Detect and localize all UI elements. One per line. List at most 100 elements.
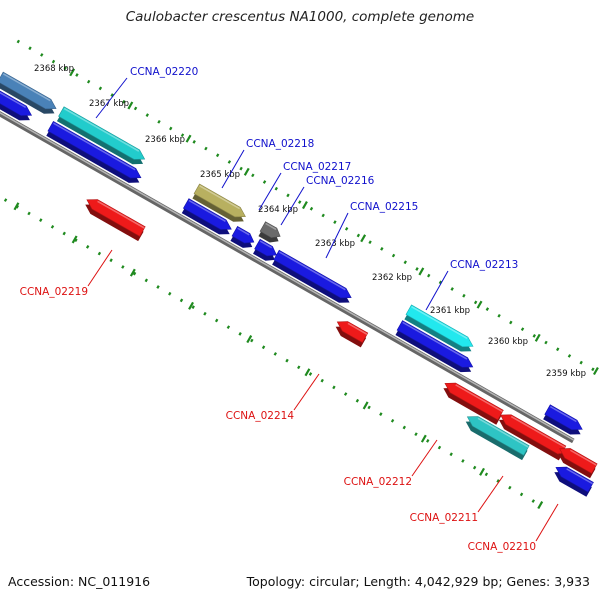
major-tick [243,167,250,176]
gene-label-callout[interactable]: CCNA_02214 [226,373,320,422]
gene-arrow-shine [53,122,136,171]
gene-arrow[interactable] [192,183,249,226]
minor-tick [462,293,466,298]
gene-arrow[interactable] [554,444,598,479]
major-tick [185,134,192,143]
scale-tick-label: 2359 kbp [546,369,586,379]
major-tick [534,333,541,342]
gene-arrow[interactable] [45,120,144,187]
gene-label-callout[interactable]: CCNA_02211 [410,475,504,524]
gene-arrow[interactable] [495,410,567,461]
gene-arrow[interactable] [542,404,586,439]
gene-label-callout[interactable]: CCNA_02217 [258,161,351,211]
gene-arrow[interactable] [230,226,258,251]
gene-arrow-face [182,198,232,230]
minor-tick [121,265,125,269]
gene-arrow-face [231,226,255,244]
gene-arrow[interactable] [82,195,146,242]
minor-tick [391,253,396,258]
minor-tick [145,113,149,117]
gene-arrow[interactable] [181,198,235,239]
minor-tick [74,238,78,243]
minor-tick [497,313,501,318]
minor-tick [309,206,314,211]
gene-arrow-shine [347,322,368,335]
gene-label-callout[interactable]: CCNA_02210 [468,503,559,553]
callout-leader-line [87,249,113,287]
callout-leader-line [411,439,438,477]
gene-arrow[interactable] [462,412,530,461]
backbone-highlight [0,102,575,441]
gene-label: CCNA_02211 [410,512,478,524]
minor-tick [16,39,20,44]
minor-tick [40,53,44,57]
backbone-line [0,101,575,444]
gene-arrow[interactable] [252,238,280,264]
gene-arrow[interactable] [440,379,504,425]
callout-leader-line [221,149,245,189]
gene-arrow-shine [402,321,468,360]
minor-tick [156,285,160,289]
major-tick [304,368,311,377]
minor-tick [168,291,172,296]
gene-label-callout[interactable]: CCNA_02216 [280,175,375,226]
minor-tick [27,211,31,216]
minor-tick [308,372,313,376]
minor-tick [531,499,535,503]
gene-label-callout[interactable]: CCNA_02220 [95,66,198,119]
gene-arrow-face [193,183,246,218]
minor-tick [39,218,43,222]
gene-arrow[interactable] [332,317,369,348]
genome-strip [0,39,599,510]
major-tick [127,101,134,110]
minor-tick [320,378,324,383]
minor-tick [379,412,383,416]
genome-summary: Topology: circular; Length: 4,042,929 bp… [246,574,590,589]
gene-arrow[interactable] [271,249,354,307]
scale-tick-label: 2364 kbp [258,205,298,215]
gene-arrow[interactable] [258,221,284,246]
minor-tick [508,485,512,490]
gene-label-callout[interactable]: CCNA_02213 [425,259,518,311]
minor-tick [380,247,384,251]
minor-tick [110,93,114,97]
minor-tick [157,119,161,124]
gene-label-callout[interactable]: CCNA_02212 [344,439,438,488]
minor-tick [191,305,195,309]
minor-tick [203,311,207,316]
minor-tick [297,365,301,370]
gene-arrow[interactable] [56,106,148,169]
gene-arrow[interactable] [395,320,477,377]
gene-arrow[interactable] [404,304,477,356]
gene-arrow[interactable] [0,71,60,118]
minor-tick [86,79,91,84]
major-tick [360,234,367,243]
minor-tick [75,73,79,77]
minor-tick [227,160,232,164]
minor-tick [579,360,583,365]
gene-arrow-shine [278,251,346,291]
major-tick [302,201,308,210]
gene-arrow[interactable] [551,463,595,497]
gene-label-callout[interactable]: CCNA_02219 [20,249,113,298]
gene-label-callout[interactable]: CCNA_02218 [221,138,314,189]
minor-tick [449,452,453,457]
major-tick [69,68,76,77]
minor-tick [85,245,90,249]
gene-arrow-shine [477,417,529,448]
minor-tick [390,418,395,423]
gene-label-callout[interactable]: CCNA_02215 [325,201,418,259]
minor-tick [214,318,219,323]
gene-arrow-face [254,238,277,257]
callout-leader-line [535,503,559,542]
minor-tick [226,325,231,330]
major-tick [476,300,483,309]
gene-arrow[interactable] [0,87,35,125]
callout-leader-line [280,186,305,226]
minor-tick [51,59,56,64]
minor-tick [97,251,102,256]
scale-tick-label: 2362 kbp [372,273,412,283]
minor-tick [343,392,348,396]
gene-arrow-shine [510,415,566,448]
